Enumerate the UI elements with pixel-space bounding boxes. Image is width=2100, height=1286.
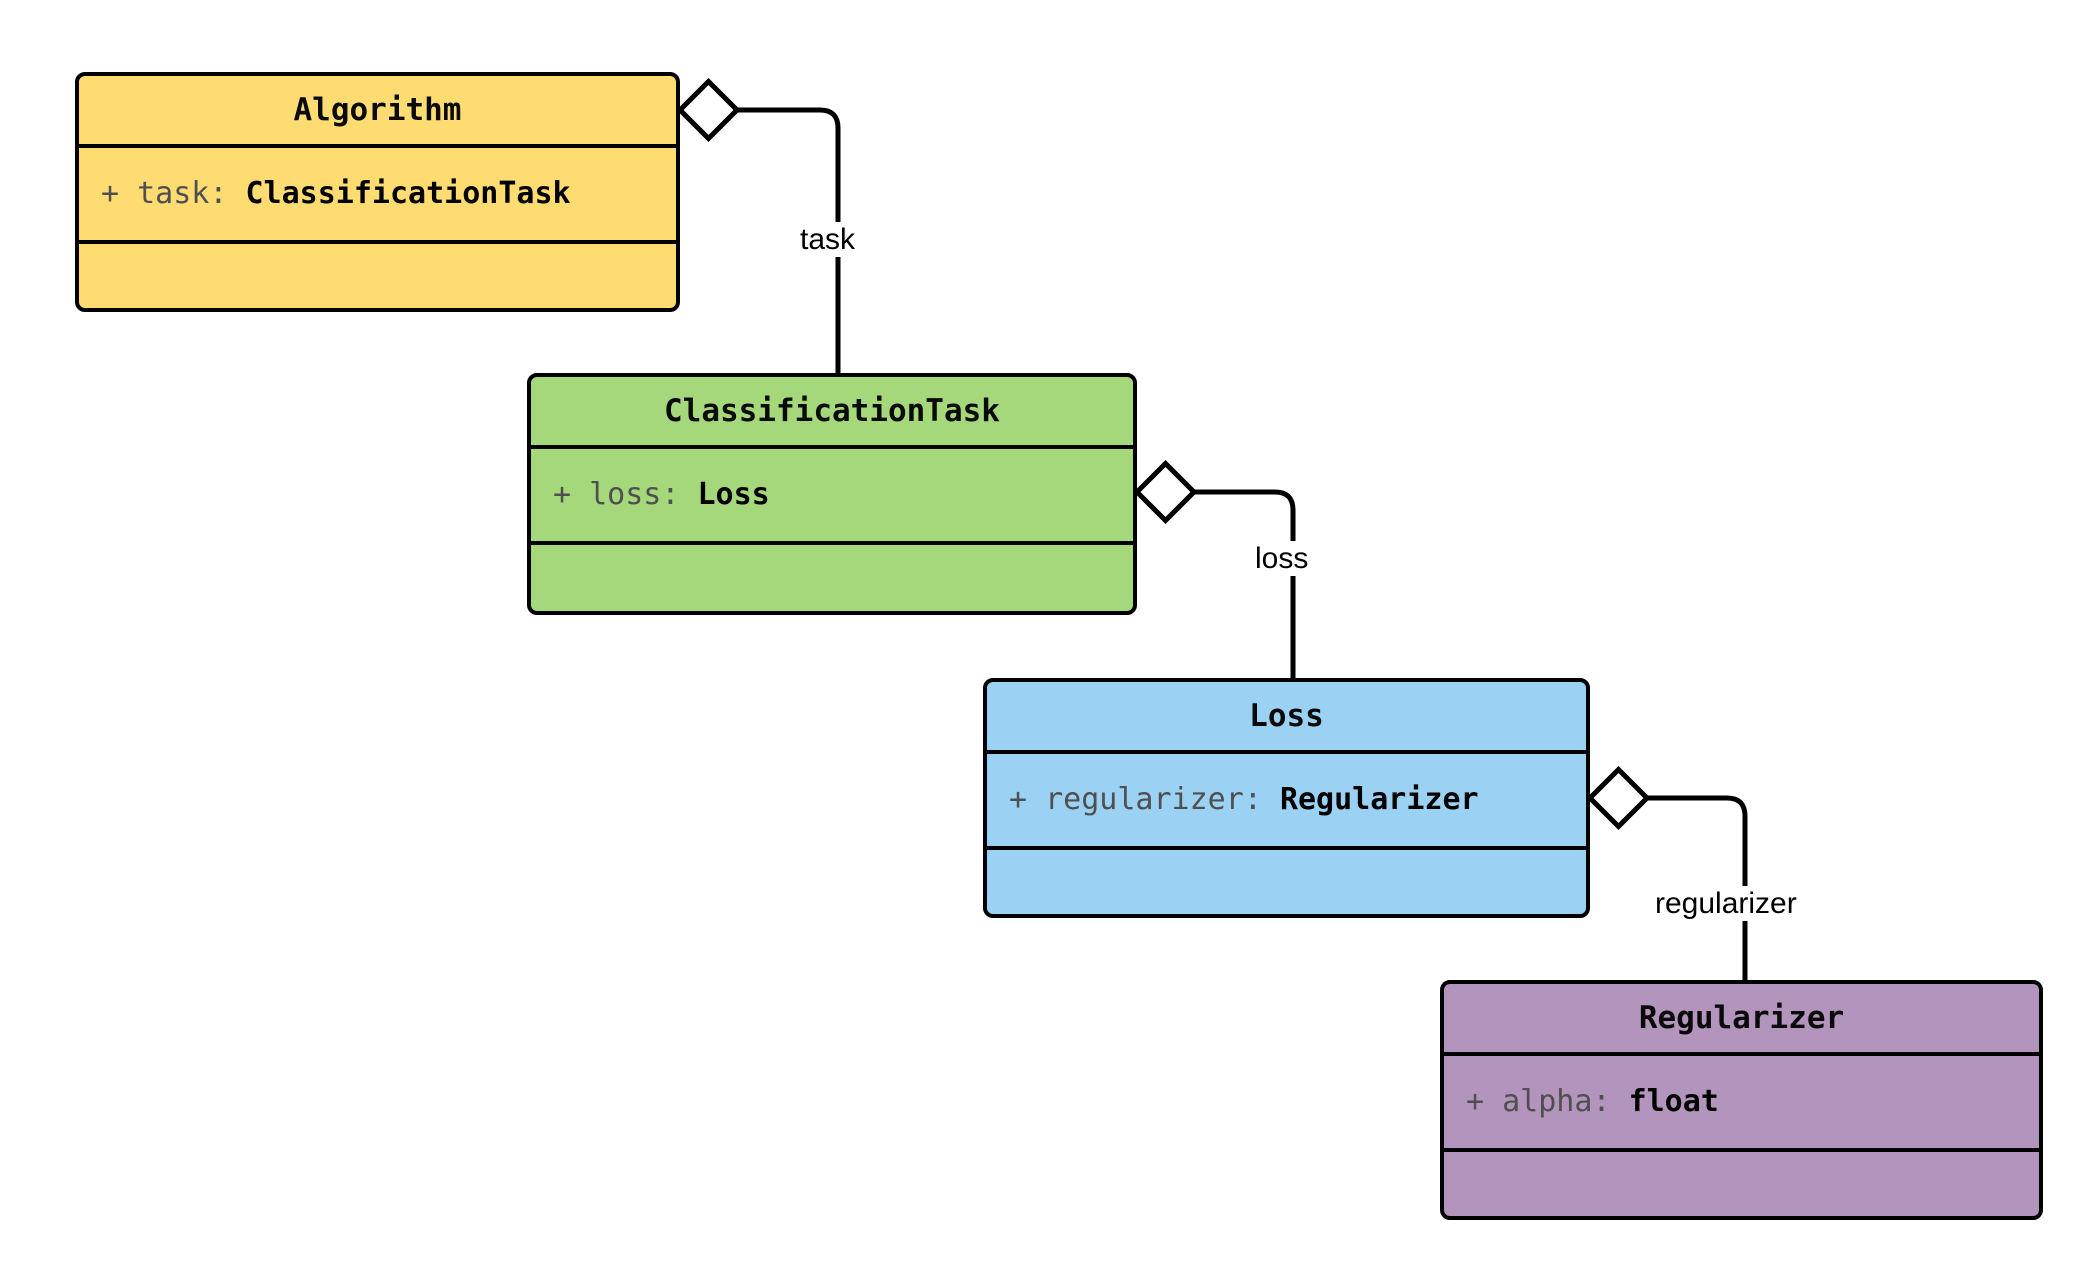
aggregation-diamond-loss xyxy=(1133,459,1198,525)
attribute-row: + alpha: float xyxy=(1466,1084,2039,1120)
edge-label-task: task xyxy=(795,222,861,257)
class-attributes-classification-task: + loss: Loss xyxy=(531,449,1133,545)
attribute-type: ClassificationTask xyxy=(245,176,571,211)
attribute-name: regularizer xyxy=(1045,782,1244,817)
attribute-visibility: + xyxy=(1466,1084,1485,1119)
attribute-type: Loss xyxy=(697,477,770,512)
attribute-visibility: + xyxy=(101,176,120,211)
attribute-spacer xyxy=(571,477,589,512)
uml-class-regularizer[interactable]: Regularizer + alpha: float xyxy=(1440,980,2043,1220)
attribute-type: float xyxy=(1628,1084,1719,1119)
uml-class-classification-task[interactable]: ClassificationTask + loss: Loss xyxy=(527,373,1137,615)
attribute-separator: : xyxy=(661,477,680,512)
aggregation-diamond-task xyxy=(676,77,741,143)
class-attributes-regularizer: + alpha: float xyxy=(1444,1056,2039,1152)
class-methods-classification-task xyxy=(531,545,1133,611)
class-name-algorithm: Algorithm xyxy=(79,76,676,148)
class-name-regularizer: Regularizer xyxy=(1444,984,2039,1056)
attribute-row: + loss: Loss xyxy=(553,477,1133,513)
attribute-separator: : xyxy=(209,176,228,211)
attribute-type: Regularizer xyxy=(1279,782,1479,817)
class-attributes-loss: + regularizer: Regularizer xyxy=(987,754,1586,850)
uml-class-algorithm[interactable]: Algorithm + task: ClassificationTask xyxy=(75,72,680,312)
attribute-row: + task: ClassificationTask xyxy=(101,176,676,212)
attribute-name: task xyxy=(137,176,210,211)
attribute-spacer xyxy=(1262,782,1280,817)
attribute-visibility: + xyxy=(553,477,572,512)
attribute-visibility: + xyxy=(1009,782,1028,817)
attribute-spacer xyxy=(227,176,245,211)
class-methods-algorithm xyxy=(79,244,676,308)
edge-loss-regularizer xyxy=(1586,765,1748,980)
class-methods-regularizer xyxy=(1444,1152,2039,1216)
aggregation-diamond-regularizer xyxy=(1586,765,1651,831)
attribute-spacer xyxy=(1027,782,1045,817)
attribute-spacer xyxy=(1484,1084,1502,1119)
attribute-name: loss xyxy=(589,477,662,512)
class-methods-loss xyxy=(987,850,1586,914)
attribute-spacer xyxy=(679,477,697,512)
attribute-spacer xyxy=(119,176,137,211)
attribute-row: + regularizer: Regularizer xyxy=(1009,782,1586,818)
edge-line-loss xyxy=(1194,489,1296,678)
class-name-loss: Loss xyxy=(987,682,1586,754)
uml-class-loss[interactable]: Loss + regularizer: Regularizer xyxy=(983,678,1590,918)
class-attributes-algorithm: + task: ClassificationTask xyxy=(79,148,676,244)
attribute-separator: : xyxy=(1243,782,1262,817)
class-name-classification-task: ClassificationTask xyxy=(531,377,1133,449)
attribute-name: alpha xyxy=(1502,1084,1593,1119)
edge-label-regularizer: regularizer xyxy=(1650,886,1802,921)
attribute-separator: : xyxy=(1592,1084,1611,1119)
edge-label-loss: loss xyxy=(1250,541,1314,576)
attribute-spacer xyxy=(1611,1084,1629,1119)
